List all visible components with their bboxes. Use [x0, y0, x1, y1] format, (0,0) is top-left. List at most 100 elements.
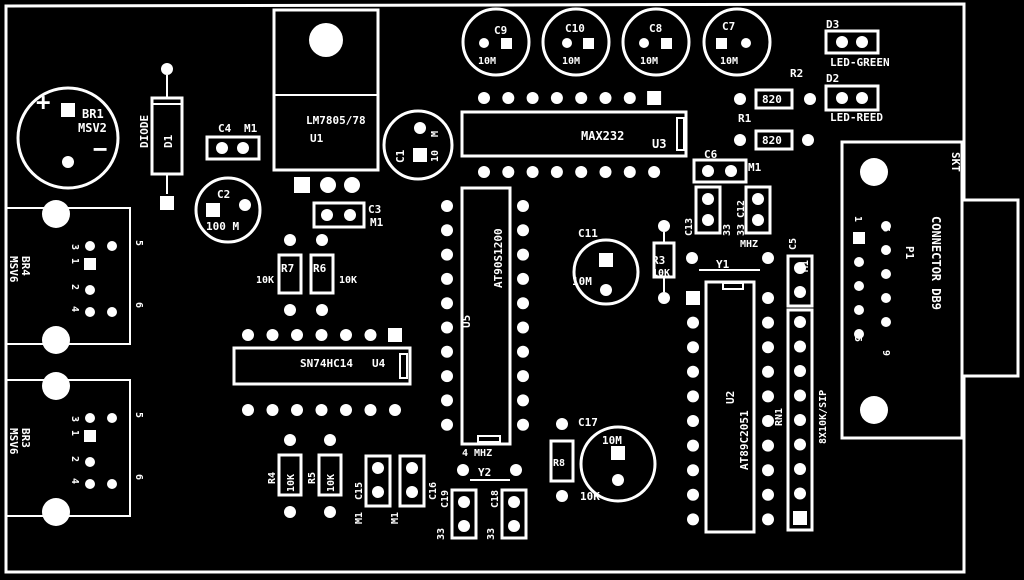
- d1-ref-label: D1: [162, 134, 175, 148]
- c16-capacitor: C16 M1: [390, 454, 439, 524]
- solder-pad: [623, 92, 636, 104]
- p1-pin9-label: 9: [880, 350, 891, 356]
- r2-resistor: R2 820: [734, 67, 816, 110]
- solder-pad: [762, 439, 774, 452]
- solder-pad: [266, 404, 279, 416]
- u1-value-label: LM7805/78: [306, 114, 366, 127]
- br1-plus-label: +: [36, 88, 50, 116]
- solder-pad: [854, 257, 864, 267]
- c3-capacitor: C3 M1: [312, 201, 384, 229]
- solder-pad: [242, 329, 254, 341]
- solder-pad: [854, 305, 864, 315]
- solder-pad: [242, 404, 254, 416]
- solder-pad: [266, 329, 279, 341]
- br3-type-label: MSV6: [7, 428, 20, 455]
- solder-pad: [762, 488, 774, 501]
- d2-ref-label: D2: [826, 72, 839, 85]
- solder-pad: [441, 272, 453, 285]
- c10-value-label: 10M: [562, 56, 580, 67]
- solder-pad: [762, 341, 774, 354]
- solder-pad: [441, 224, 453, 237]
- solder-pad: [762, 464, 774, 477]
- c3-value-label: M1: [370, 216, 384, 229]
- br3-pin3-label: 3: [69, 416, 80, 422]
- c9-ref-label: C9: [494, 24, 507, 37]
- r2-value-label: 820: [762, 93, 782, 106]
- solder-pad: [441, 370, 453, 383]
- c2-ref-label: C2: [217, 188, 230, 201]
- solder-pad: [441, 248, 453, 261]
- u4-ref-label: U4: [372, 357, 386, 370]
- c12-ref-label: C12: [736, 200, 747, 218]
- c1-unit-label: M: [430, 131, 441, 137]
- c15-value-label: M1: [354, 512, 365, 524]
- solder-pad: [687, 439, 699, 452]
- c18-value-label: 33: [486, 528, 497, 540]
- d1-diode: DIODE D1: [138, 63, 184, 210]
- c8-capacitor: C8 10M: [621, 7, 691, 77]
- solder-pad: [478, 166, 490, 178]
- r8-resistor: R8: [549, 418, 575, 502]
- c1-ref-label: C1: [394, 149, 407, 163]
- c6-value-label: M1: [748, 161, 762, 174]
- r3-value-label: 10K: [652, 268, 670, 279]
- solder-pad: [502, 166, 515, 178]
- d2-value-label: LED-REED: [830, 111, 883, 124]
- br1-type-label: MSV2: [78, 121, 107, 135]
- solder-pad: [315, 329, 328, 341]
- solder-pad: [881, 221, 891, 231]
- u4-value-label: SN74HC14: [300, 357, 353, 370]
- solder-pad: [517, 418, 529, 431]
- br4-pin5-label: 5: [133, 240, 144, 246]
- p1-pin5-label: 5: [852, 336, 863, 342]
- solder-pad: [517, 321, 529, 334]
- solder-pad: [794, 365, 806, 377]
- u1-regulator: LM7805/78 U1: [272, 8, 380, 193]
- solder-pad: [686, 291, 700, 305]
- r3-ref-label: R3: [652, 254, 665, 267]
- y1-ref-label: Y1: [716, 258, 730, 271]
- c9-value-label: 10M: [478, 56, 496, 67]
- c10-capacitor: C10 10M: [541, 7, 611, 77]
- solder-pad: [517, 272, 529, 285]
- c1-value-label: 10: [430, 150, 441, 162]
- c5-ref-label: C5: [788, 238, 799, 250]
- solder-pad: [517, 297, 529, 310]
- solder-pad: [575, 166, 588, 178]
- br3-pin4-label: 4: [69, 478, 80, 484]
- solder-pad: [762, 390, 774, 403]
- solder-pad: [794, 340, 806, 353]
- r1-value-label: 820: [762, 134, 782, 147]
- u3-ref-label: U3: [652, 137, 666, 151]
- c11-value-label: 10M: [572, 275, 592, 288]
- r4-value-label: 10K: [286, 474, 297, 492]
- c5-value-label: M1: [800, 260, 811, 272]
- r5-resistor: R5 10K: [307, 434, 343, 518]
- rn1-ref-label: RN1: [774, 408, 785, 426]
- u3-max232: MAX232 U3: [460, 91, 688, 178]
- solder-pad: [550, 92, 563, 104]
- r8-ref-label: R8: [553, 458, 565, 469]
- br1-ref-label: BR1: [82, 107, 104, 121]
- r6-value-label: 10K: [339, 275, 357, 286]
- solder-pad: [793, 511, 807, 525]
- r5-value-label: 10K: [326, 474, 337, 492]
- u4-sn74hc14: SN74HC14 U4: [232, 328, 412, 416]
- solder-pad: [441, 418, 453, 431]
- r7-resistor: R7 10K: [256, 234, 303, 316]
- u3-value-label: MAX232: [581, 129, 624, 143]
- solder-pad: [687, 415, 699, 427]
- rn1-value-label: 8X10K/SIP: [818, 390, 829, 444]
- rn1-resistor-network: RN1 8X10K/SIP: [774, 308, 829, 532]
- c19-value-label: 33: [436, 528, 447, 540]
- c7-ref-label: C7: [722, 20, 735, 33]
- solder-pad: [517, 370, 529, 383]
- solder-pad: [441, 297, 453, 310]
- solder-pad: [526, 166, 539, 178]
- p1-ref-label: P1: [903, 246, 916, 260]
- solder-pad: [854, 281, 864, 291]
- br3-pin1-label: 1: [69, 430, 80, 436]
- r7-ref-label: R7: [281, 262, 294, 275]
- solder-pad: [854, 329, 864, 339]
- c7-value-label: 10M: [720, 56, 738, 67]
